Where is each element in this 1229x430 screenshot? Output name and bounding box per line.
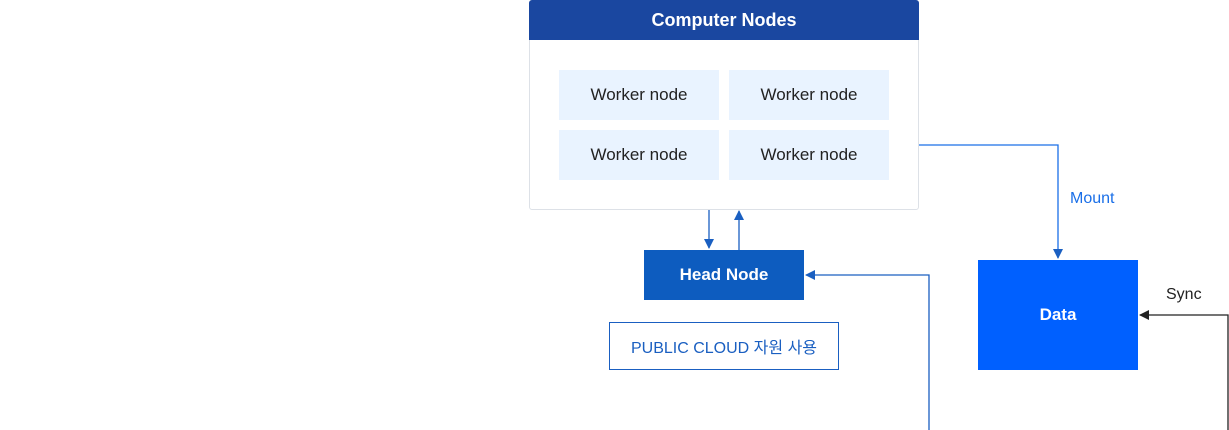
cluster-title: Computer Nodes	[529, 0, 919, 40]
worker-node: Worker node	[729, 70, 889, 120]
sync-label: Sync	[1166, 286, 1202, 303]
worker-node: Worker node	[559, 130, 719, 180]
arrow-to-head-from-below	[805, 270, 930, 430]
mount-label: Mount	[1070, 190, 1115, 207]
head-node: Head Node	[644, 250, 804, 300]
data-store: Data	[978, 260, 1138, 370]
arrow-mount	[919, 144, 1063, 259]
public-cloud-badge: PUBLIC CLOUD 자원 사용	[609, 322, 839, 370]
worker-node: Worker node	[559, 70, 719, 120]
arrow-sync	[1139, 310, 1229, 430]
worker-node: Worker node	[729, 130, 889, 180]
